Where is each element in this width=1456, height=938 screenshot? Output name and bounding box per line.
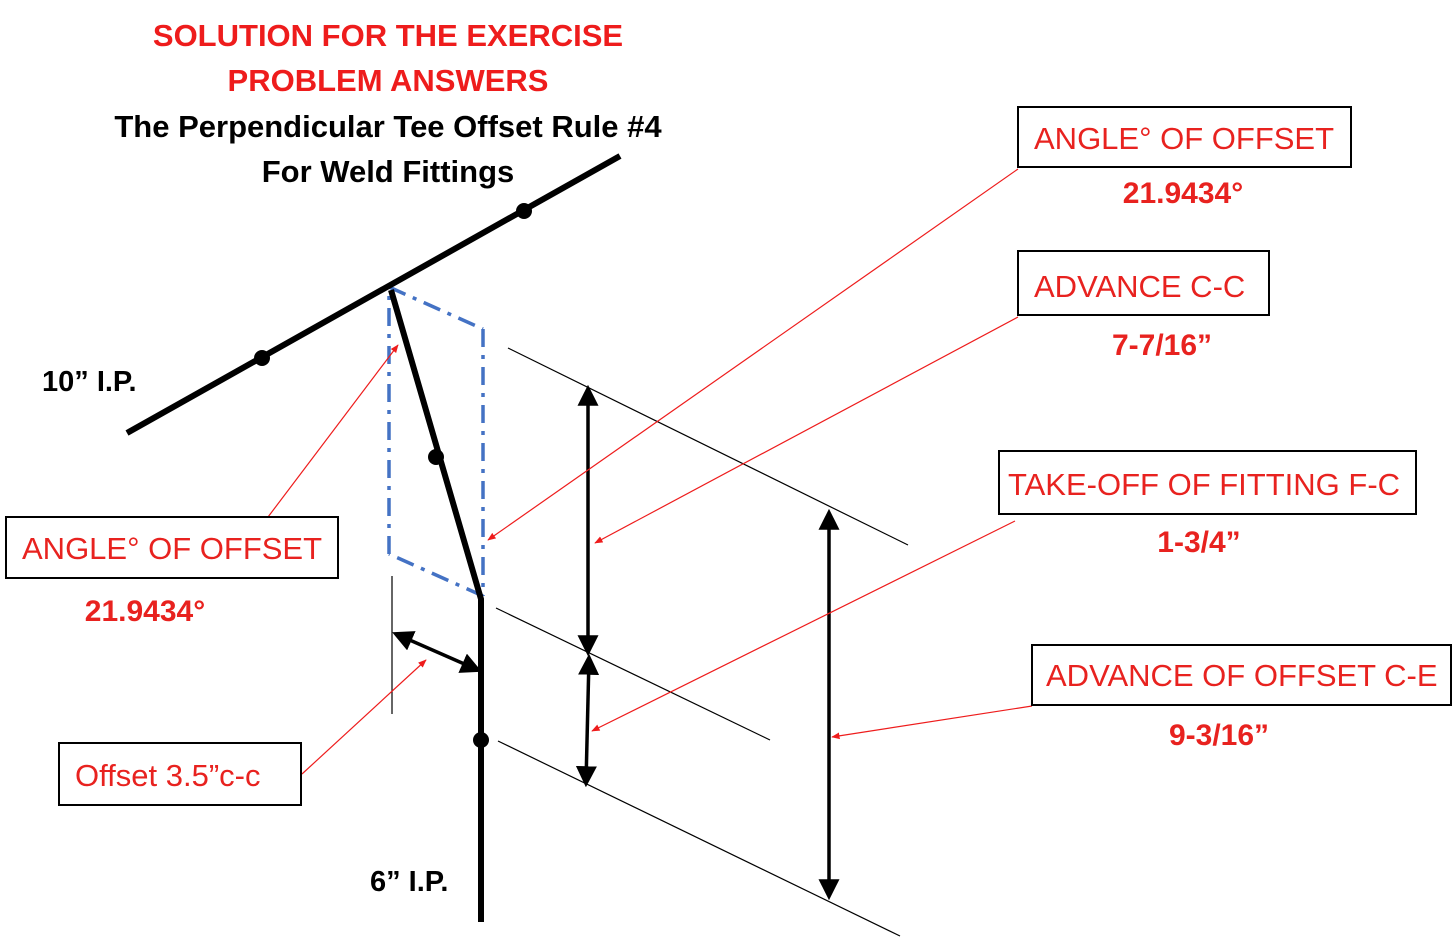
main-pipe-label: 10” I.P. <box>42 366 137 398</box>
callout-box <box>1031 644 1452 706</box>
title-line-3: The Perpendicular Tee Offset Rule #4 <box>114 109 662 144</box>
main-pipe-weld-dot-left <box>254 350 270 366</box>
construction-parallelogram <box>387 285 485 598</box>
branch-pipe <box>388 289 484 922</box>
callout-box <box>58 742 302 806</box>
callout-advance-cc: ADVANCE C-C 7-7/16” <box>1017 250 1270 362</box>
main-pipe <box>125 153 622 436</box>
callout-box <box>1017 250 1270 316</box>
callout-value: 9-3/16” <box>1169 719 1269 752</box>
callout-value: 21.9434° <box>85 595 205 628</box>
callout-angle-right: ANGLE° OF OFFSET 21.9434° <box>1017 106 1352 210</box>
callout-offset: Offset 3.5”c-c <box>58 742 302 806</box>
callout-label: TAKE-OFF OF FITTING F-C <box>1008 467 1400 502</box>
callout-box <box>998 450 1417 515</box>
callout-value: 1-3/4” <box>1157 526 1240 559</box>
callout-advance-offset: ADVANCE OF OFFSET C-E 9-3/16” <box>1031 644 1452 752</box>
callout-label: Offset 3.5”c-c <box>75 758 261 793</box>
branch-weld-dot-low <box>473 732 489 748</box>
main-pipe-weld-dot-right <box>516 203 532 219</box>
leader-lines <box>267 168 1033 775</box>
callout-box <box>5 516 339 579</box>
extension-lines <box>391 347 909 937</box>
title-line-2: PROBLEM ANSWERS <box>228 63 549 98</box>
callout-angle-left: ANGLE° OF OFFSET 21.9434° <box>5 516 339 628</box>
title-line-1: SOLUTION FOR THE EXERCISE <box>153 18 623 53</box>
callout-value: 7-7/16” <box>1112 329 1212 362</box>
title-line-4: For Weld Fittings <box>262 154 515 189</box>
takeoff-dimension-arrow <box>575 653 600 788</box>
callout-value: 21.9434° <box>1123 177 1243 210</box>
callout-box <box>1017 106 1352 168</box>
branch-weld-dot-mid <box>428 449 444 465</box>
callout-takeoff: TAKE-OFF OF FITTING F-C 1-3/4” <box>998 450 1417 559</box>
callout-label: ADVANCE OF OFFSET C-E <box>1046 658 1438 693</box>
branch-pipe-label: 6” I.P. <box>370 866 448 898</box>
callout-label: ANGLE° OF OFFSET <box>1034 121 1334 156</box>
offset-dimension-arrow <box>392 631 482 673</box>
callout-label: ADVANCE C-C <box>1034 269 1245 304</box>
callout-label: ANGLE° OF OFFSET <box>22 531 322 566</box>
